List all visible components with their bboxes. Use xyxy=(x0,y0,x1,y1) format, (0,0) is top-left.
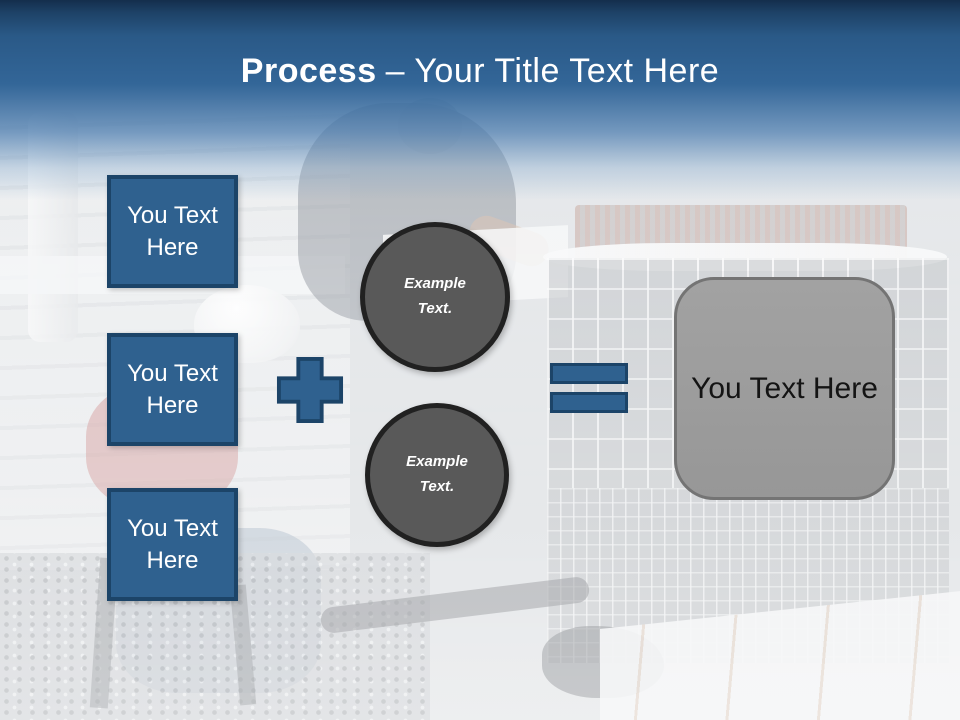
equals-icon xyxy=(550,363,628,413)
result-box: You Text Here xyxy=(674,277,895,500)
input-box-2-label: You Text Here xyxy=(127,359,218,419)
input-box-2: You Text Here xyxy=(107,333,238,446)
title-subtext: – Your Title Text Here xyxy=(385,52,720,90)
plus-icon xyxy=(276,356,344,424)
input-box-3-label: You Text Here xyxy=(127,514,218,574)
equals-bar-top xyxy=(550,363,628,384)
equals-bar-bottom xyxy=(550,392,628,413)
result-box-label: You Text Here xyxy=(691,371,878,405)
input-box-1-label: You Text Here xyxy=(127,201,218,261)
example-circle-2: Example Text. xyxy=(365,403,509,547)
input-box-3: You Text Here xyxy=(107,488,238,601)
page-title: Process– Your Title Text Here xyxy=(0,52,960,91)
title-keyword: Process xyxy=(240,52,377,90)
input-box-1: You Text Here xyxy=(107,175,238,288)
example-circle-1-label: Example Text. xyxy=(404,275,466,317)
example-circle-1: Example Text. xyxy=(360,222,510,372)
header-gradient xyxy=(0,0,960,200)
example-circle-2-label: Example Text. xyxy=(406,453,468,495)
